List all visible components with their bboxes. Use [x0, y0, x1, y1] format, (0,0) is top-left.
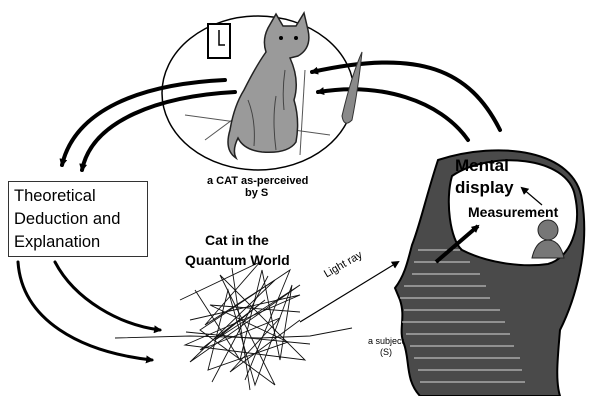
- subject-caption-line2: (S): [380, 347, 392, 357]
- perceived-caption-line1: a CAT as-perceived: [207, 175, 308, 187]
- mental-display-line2: display: [455, 178, 514, 198]
- theory-box-line2: Deduction and: [14, 208, 147, 231]
- measurement-label: Measurement: [468, 204, 558, 220]
- theory-to-quantum-arrows: [18, 262, 160, 360]
- quantum-title-line1: Cat in the: [205, 232, 269, 248]
- quantum-cat-scribble: [115, 262, 352, 390]
- perceived-caption-line2: by S: [245, 187, 268, 199]
- theory-box: Theoretical Deduction and Explanation: [8, 181, 148, 257]
- theory-box-line3: Explanation: [14, 231, 147, 254]
- subject-caption-line1: a subject: [368, 336, 404, 346]
- mental-display-line1: Mental: [455, 156, 509, 176]
- quantum-title-line2: Quantum World: [185, 252, 290, 268]
- wall-clock-icon: [208, 24, 230, 58]
- light-ray-arrow: [300, 262, 398, 322]
- theory-box-line1: Theoretical: [14, 185, 147, 208]
